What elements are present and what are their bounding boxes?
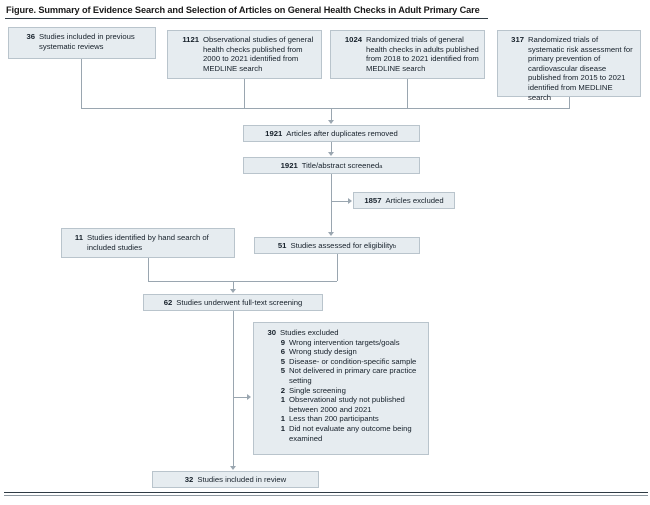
source-box-observational-studies: 1121 Observational studies of general he… [167, 30, 322, 79]
included-text: Studies included in review [197, 474, 287, 484]
screened-text: Title/abstract screened [301, 160, 380, 170]
flow-box-hand-search: 11 Studies identified by hand search of … [61, 228, 235, 258]
connector-merge-bar [148, 281, 337, 282]
reason-count: 2 [280, 385, 285, 395]
arrow-to-included [230, 466, 236, 470]
reason-count: 6 [280, 347, 285, 357]
source-count: 1024 [344, 35, 362, 44]
connector-fulltext-to-exclusions [233, 397, 248, 398]
arrow-to-fulltext-screening [230, 289, 236, 293]
source-text: Randomized trials of general health chec… [366, 35, 479, 73]
reason-text: Less than 200 participants [289, 414, 379, 424]
source-count: 36 [26, 32, 35, 41]
screened-count: 1921 [280, 160, 298, 170]
exclusion-reason-row: 5 Disease- or condition-specific sample [269, 357, 422, 367]
hand-search-text: Studies identified by hand search of inc… [87, 233, 209, 252]
connector-screened-down [331, 174, 332, 234]
source-box-rct-risk-assessment: 317 Randomized trials of systematic risk… [497, 30, 641, 102]
source-box-systematic-reviews: 36 Studies included in previous systemat… [8, 27, 156, 59]
reason-text: Wrong study design [289, 347, 357, 357]
connector-source1-drop [81, 59, 82, 109]
exclusions-header-text: Studies excluded [280, 328, 339, 337]
reason-text: Disease- or condition-specific sample [289, 356, 417, 366]
title-divider [5, 18, 488, 19]
source-count: 317 [511, 35, 524, 44]
figure-title: Figure. Summary of Evidence Search and S… [6, 5, 480, 15]
reason-count: 1 [280, 395, 285, 405]
footer-divider-secondary [4, 495, 648, 496]
connector-source2-drop [244, 79, 245, 109]
exclusion-reason-row: 1 Less than 200 participants [269, 414, 422, 424]
exclusion-reason-row: 1 Did not evaluate any outcome being exa… [269, 424, 422, 443]
reason-count: 1 [280, 414, 285, 424]
reason-text: Wrong intervention targets/goals [289, 337, 400, 347]
eligibility-count: 51 [277, 240, 287, 250]
arrow-to-screened [328, 152, 334, 156]
arrow-to-duplicates [328, 120, 334, 124]
reason-text: Single screening [289, 385, 346, 395]
exclusion-reason-row: 9 Wrong intervention targets/goals [269, 338, 422, 348]
exclusion-reason-row: 2 Single screening [269, 386, 422, 396]
reason-count: 5 [280, 366, 285, 376]
source-box-rct-health-checks: 1024 Randomized trials of general health… [330, 30, 485, 79]
source-text: Randomized trials of systematic risk ass… [528, 35, 633, 102]
connector-sources-manifold [81, 108, 570, 109]
articles-excluded-count: 1857 [364, 195, 382, 205]
reason-count: 5 [280, 356, 285, 366]
flow-box-included-in-review: 32 Studies included in review [152, 471, 319, 488]
source-text: Observational studies of general health … [203, 35, 314, 73]
exclusions-total-count: 30 [267, 328, 276, 337]
reason-text: Not delivered in primary care practice s… [289, 366, 417, 385]
flow-box-articles-excluded: 1857 Articles excluded [353, 192, 455, 209]
arrow-to-eligibility [328, 232, 334, 236]
source-count: 1121 [182, 35, 199, 44]
reason-text: Observational study not published betwee… [289, 395, 405, 414]
exclusions-box: 30 Studies excluded 9 Wrong intervention… [253, 322, 429, 455]
arrow-to-exclusions-box [247, 394, 251, 400]
flow-box-fulltext-screening: 62 Studies underwent full-text screening [143, 294, 323, 311]
source-text: Studies included in previous systematic … [39, 32, 135, 51]
reason-count: 1 [280, 423, 285, 433]
duplicates-text: Articles after duplicates removed [286, 128, 398, 138]
exclusion-reason-row: 6 Wrong study design [269, 347, 422, 357]
exclusions-header: 30 Studies excluded [260, 328, 422, 338]
hand-search-count: 11 [74, 233, 83, 242]
articles-excluded-text: Articles excluded [385, 195, 444, 205]
fulltext-count: 62 [163, 297, 173, 307]
connector-manifold-to-duplicates [331, 108, 332, 122]
exclusion-reason-row: 1 Observational study not published betw… [269, 395, 422, 414]
connector-fulltext-down [233, 311, 234, 468]
reason-count: 9 [280, 337, 285, 347]
reason-text: Did not evaluate any outcome being exami… [289, 423, 412, 443]
connector-source4-drop [569, 97, 570, 109]
eligibility-text: Studies assessed for eligibility [290, 240, 393, 250]
connector-screened-to-excluded [331, 201, 349, 202]
included-count: 32 [184, 474, 194, 484]
flow-box-duplicates-removed: 1921 Articles after duplicates removed [243, 125, 420, 142]
connector-hand-search-drop [148, 258, 149, 281]
footer-divider [4, 492, 648, 493]
exclusion-reason-row: 5 Not delivered in primary care practice… [269, 366, 422, 385]
connector-duplicates-to-screened [331, 142, 332, 154]
arrow-to-articles-excluded [348, 198, 352, 204]
duplicates-count: 1921 [265, 128, 283, 138]
fulltext-text: Studies underwent full-text screening [176, 297, 303, 307]
exclusion-reason-list: 9 Wrong intervention targets/goals 6 Wro… [260, 338, 422, 444]
connector-merge-to-fulltext [233, 281, 234, 291]
connector-source3-drop [407, 79, 408, 109]
connector-eligibility-drop [337, 254, 338, 281]
